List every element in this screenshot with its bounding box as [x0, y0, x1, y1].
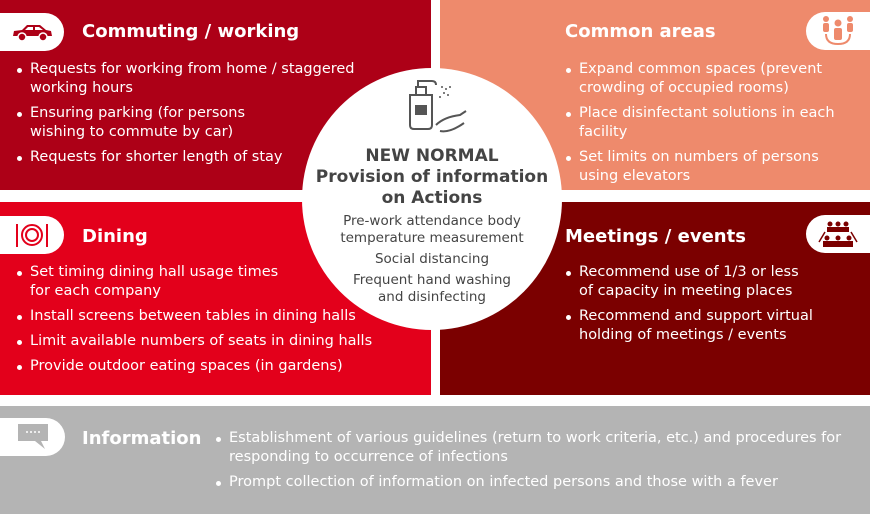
list-item: Recommend and support virtual holding of…	[565, 307, 815, 345]
list-item: Set limits on numbers of persons using e…	[565, 148, 855, 186]
list-item: Recommend use of 1/3 or less of capacity…	[565, 263, 815, 301]
center-item-line: Frequent hand washing	[353, 272, 511, 288]
list-item: Ensuring parking (for persons wishing to…	[16, 104, 256, 142]
center-item: Social distancing	[302, 251, 562, 268]
list-item: Set timing dining hall usage times for e…	[16, 263, 286, 301]
information-list: Establishment of various guidelines (ret…	[215, 429, 845, 498]
list-item: Limit available numbers of seats in dini…	[16, 332, 376, 351]
list-item: Provide outdoor eating spaces (in garden…	[16, 357, 376, 376]
dining-list: Set timing dining hall usage times for e…	[16, 263, 372, 382]
center-title-line: NEW NORMAL	[365, 146, 499, 166]
speech-bubble-icon	[0, 418, 65, 456]
new-normal-circle: NEW NORMAL Provision of information on A…	[302, 68, 562, 330]
information-panel: Information Establishment of various gui…	[0, 406, 870, 514]
list-item: Expand common spaces (prevent crowding o…	[565, 60, 865, 98]
center-item-line: Pre-work attendance body	[343, 213, 521, 229]
list-item: Install screens between tables in dining…	[16, 307, 376, 326]
common-areas-list: Expand common spaces (prevent crowding o…	[565, 60, 865, 192]
common-areas-title: Common areas	[565, 21, 716, 42]
center-title-line: on Actions	[381, 188, 483, 208]
list-item: Establishment of various guidelines (ret…	[215, 429, 845, 467]
plate-cutlery-icon	[0, 216, 64, 254]
center-title-line: Provision of information	[315, 167, 549, 187]
information-title: Information	[82, 428, 202, 449]
hand-sanitizer-icon	[409, 80, 467, 133]
people-network-icon	[806, 12, 870, 50]
commuting-title: Commuting / working	[82, 21, 300, 42]
list-item: Prompt collection of information on infe…	[215, 473, 845, 492]
center-item-line: and disinfecting	[378, 289, 486, 305]
car-icon	[0, 13, 64, 51]
center-item-line: Social distancing	[374, 251, 490, 267]
meeting-table-icon	[806, 215, 870, 253]
dining-title: Dining	[82, 226, 148, 247]
list-item: Requests for working from home / stagger…	[16, 60, 356, 98]
commuting-list: Requests for working from home / stagger…	[16, 60, 356, 173]
list-item: Place disinfectant solutions in each fac…	[565, 104, 865, 142]
meetings-title: Meetings / events	[565, 226, 746, 247]
center-title: NEW NORMAL Provision of information on A…	[302, 146, 562, 209]
meetings-list: Recommend use of 1/3 or less of capacity…	[565, 263, 815, 351]
center-item-line: temperature measurement	[340, 230, 524, 246]
list-item: Requests for shorter length of stay	[16, 148, 356, 167]
